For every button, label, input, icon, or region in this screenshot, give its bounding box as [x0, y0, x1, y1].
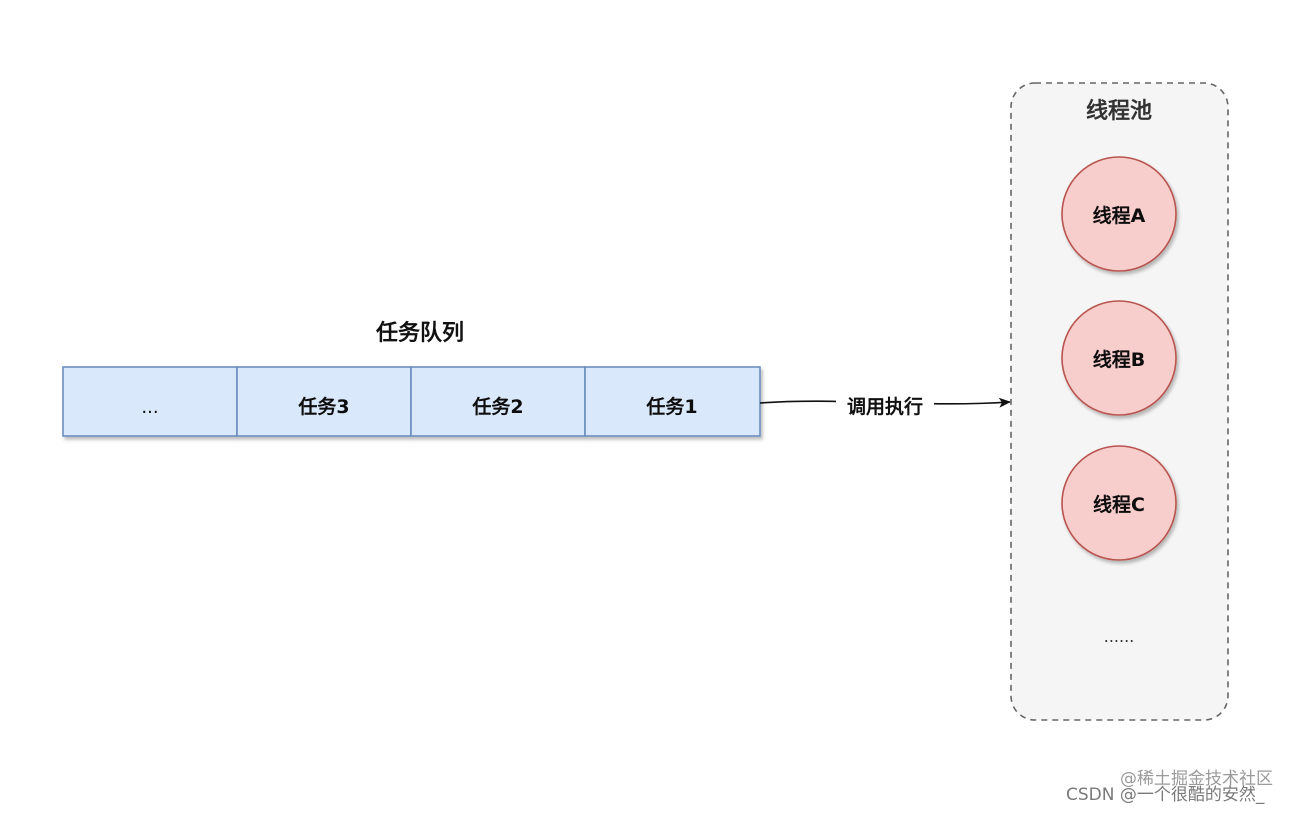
thread-pool-title: 线程池 — [1086, 98, 1152, 124]
thread-circle — [1061, 445, 1177, 561]
thread-b: 线程B — [1061, 300, 1177, 416]
queue-cell-box — [410, 366, 586, 437]
queue-cell-task2: 任务2 — [410, 366, 586, 437]
queue-cell-label: 任务3 — [297, 395, 349, 418]
thread-label: 线程C — [1093, 493, 1145, 516]
queue-cell-box — [62, 366, 238, 437]
watermark-juejin: @稀土掘金技术社区 — [1120, 769, 1273, 789]
queue-cell-task1: 任务1 — [584, 366, 761, 437]
queue-cell-label: 任务2 — [471, 395, 523, 418]
queue-cell-label: ... — [141, 397, 158, 418]
thread-circle — [1061, 156, 1177, 272]
queue-cell-box — [584, 366, 761, 437]
thread-label: 线程A — [1093, 204, 1146, 227]
task-queue: ... 任务3 任务2 任务1 — [62, 366, 761, 437]
invoke-arrow: 调用执行 — [759, 392, 1011, 418]
thread-circle — [1061, 300, 1177, 416]
queue-cell-label: 任务1 — [645, 395, 697, 418]
queue-cell-task3: 任务3 — [236, 366, 412, 437]
thread-c: 线程C — [1061, 445, 1177, 561]
thread-a: 线程A — [1061, 156, 1177, 272]
queue-title: 任务队列 — [375, 320, 464, 346]
queue-cell-ellipsis: ... — [62, 366, 238, 437]
thread-more-label: ...... — [1104, 627, 1135, 646]
arrow-label: 调用执行 — [847, 395, 923, 418]
thread-pool: 线程池 线程A 线程B 线程C ...... — [1010, 82, 1229, 721]
watermark-csdn: CSDN @一个很酷的安然_ — [1066, 785, 1265, 805]
queue-cell-box — [236, 366, 412, 437]
thread-label: 线程B — [1093, 348, 1145, 371]
arrow-label-bg — [836, 392, 934, 418]
